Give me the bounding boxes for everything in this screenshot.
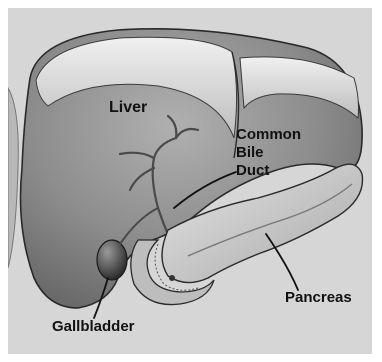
liver-label: Liver: [109, 100, 147, 116]
common-bile-duct-label: Common Bile Duct: [236, 126, 301, 180]
illustration-panel: Liver Common Bile Duct Pancreas Gallblad…: [8, 8, 372, 354]
background-organ: [8, 88, 18, 268]
cbd-label-line2: Bile: [236, 144, 301, 162]
gallbladder-label: Gallbladder: [52, 319, 135, 335]
ampulla-dot: [169, 275, 175, 281]
cbd-label-line3: Duct: [236, 162, 301, 180]
gallbladder-shape: [97, 240, 127, 280]
cbd-label-line1: Common: [236, 126, 301, 144]
pancreas-label: Pancreas: [285, 290, 352, 306]
